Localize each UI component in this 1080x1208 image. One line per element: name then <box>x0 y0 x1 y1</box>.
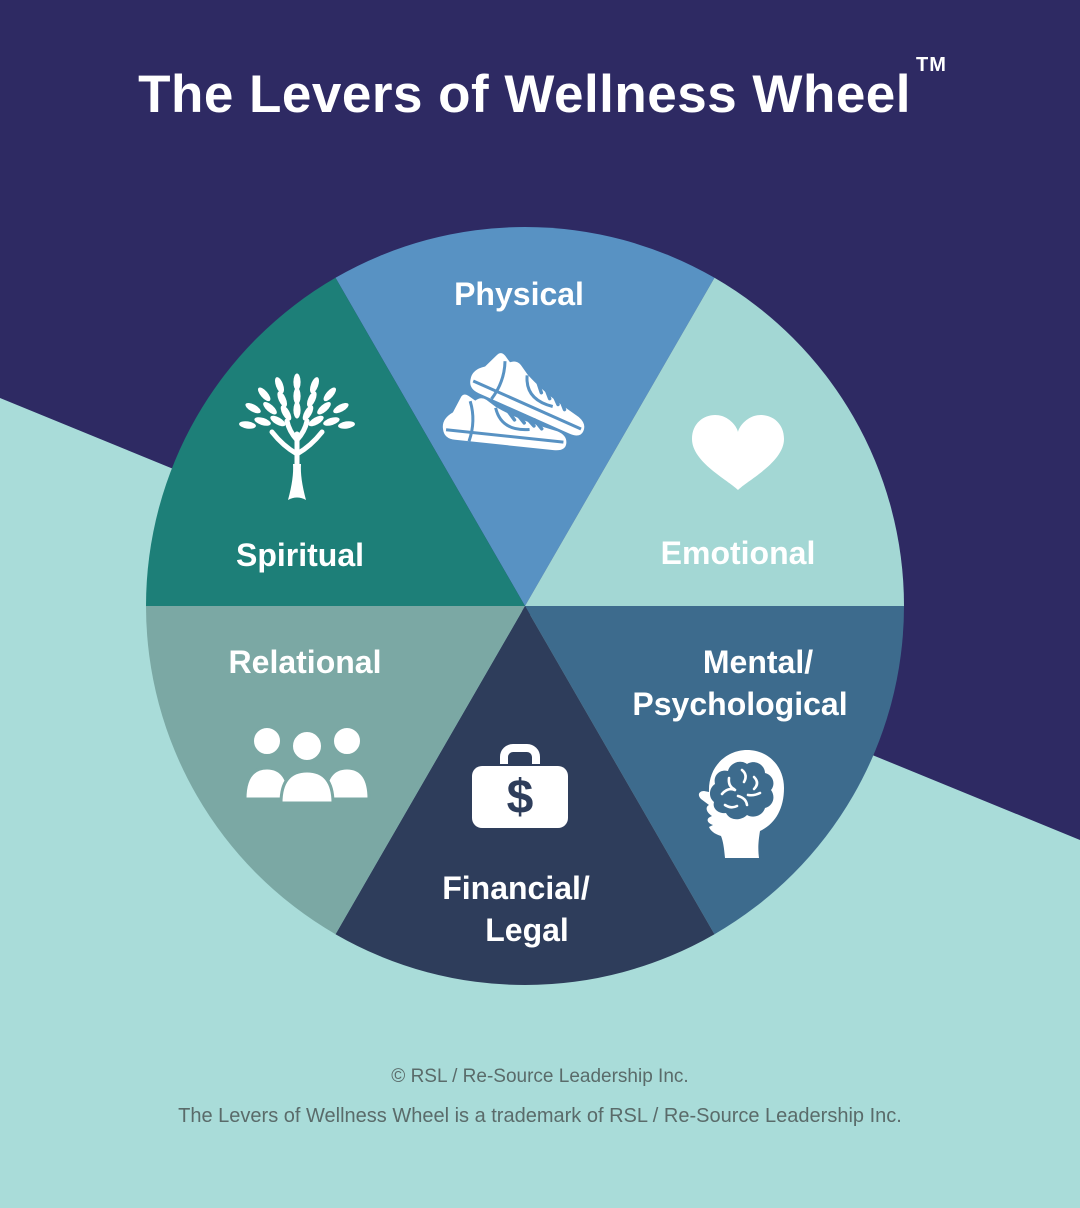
segment-label-spiritual: Spiritual <box>236 537 364 573</box>
title-text: The Levers of Wellness Wheel <box>138 65 912 124</box>
footer: © RSL / Re-Source Leadership Inc. The Le… <box>0 1066 1080 1128</box>
segment-label-mental: Psychological <box>632 686 847 722</box>
copyright-text: © RSL / Re-Source Leadership Inc. <box>391 1066 689 1087</box>
segment-label-physical: Physical <box>454 276 584 312</box>
segment-label-relational: Relational <box>229 644 382 680</box>
wellness-wheel: $ <box>146 227 904 985</box>
segment-label-mental: Mental/ <box>703 644 813 680</box>
trademark-superscript: TM <box>916 54 947 77</box>
segment-label-financial: Legal <box>485 912 569 948</box>
trademark-text: The Levers of Wellness Wheel is a tradem… <box>178 1105 902 1127</box>
segment-label-financial: Financial/ <box>442 870 590 906</box>
segment-label-emotional: Emotional <box>661 535 816 571</box>
segment-spiritual <box>146 277 525 606</box>
